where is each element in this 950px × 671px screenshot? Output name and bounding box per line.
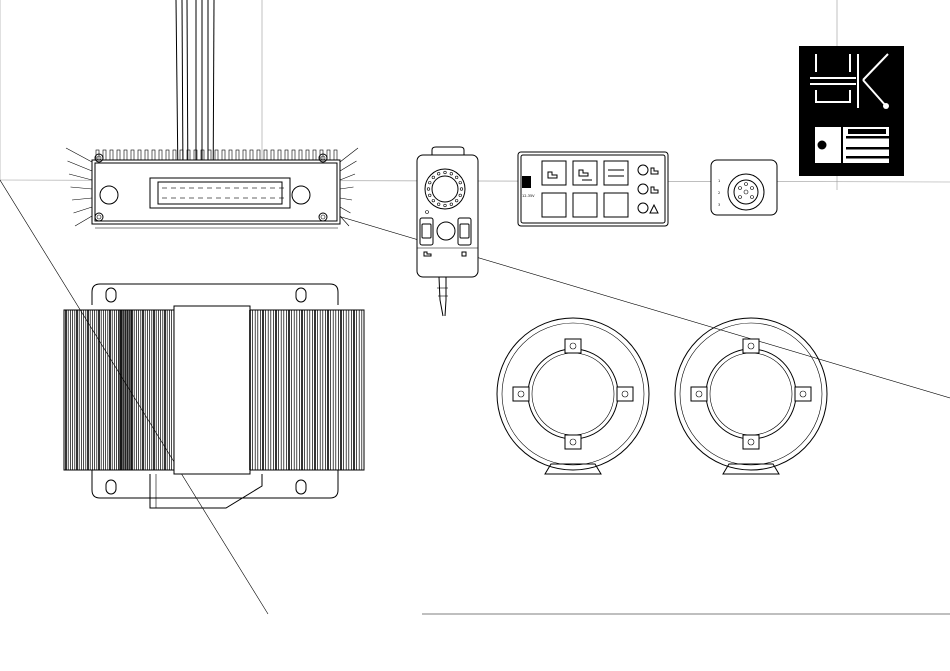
remote-control: [417, 147, 478, 316]
round-connector: 1 2 3: [711, 160, 777, 215]
panel-label: 12-35V: [522, 194, 535, 198]
lamp-ring-right: [675, 318, 827, 474]
uke-logo: [799, 46, 904, 176]
pin-label-2: 2: [718, 191, 720, 195]
pin-label-3: 3: [718, 203, 720, 207]
controller-side-view: [66, 0, 358, 228]
pin-label-1: 1: [718, 179, 720, 183]
lamp-ring-left: [497, 318, 649, 474]
controller-top-view: [64, 284, 364, 508]
control-panel: 12-35V: [518, 152, 668, 226]
